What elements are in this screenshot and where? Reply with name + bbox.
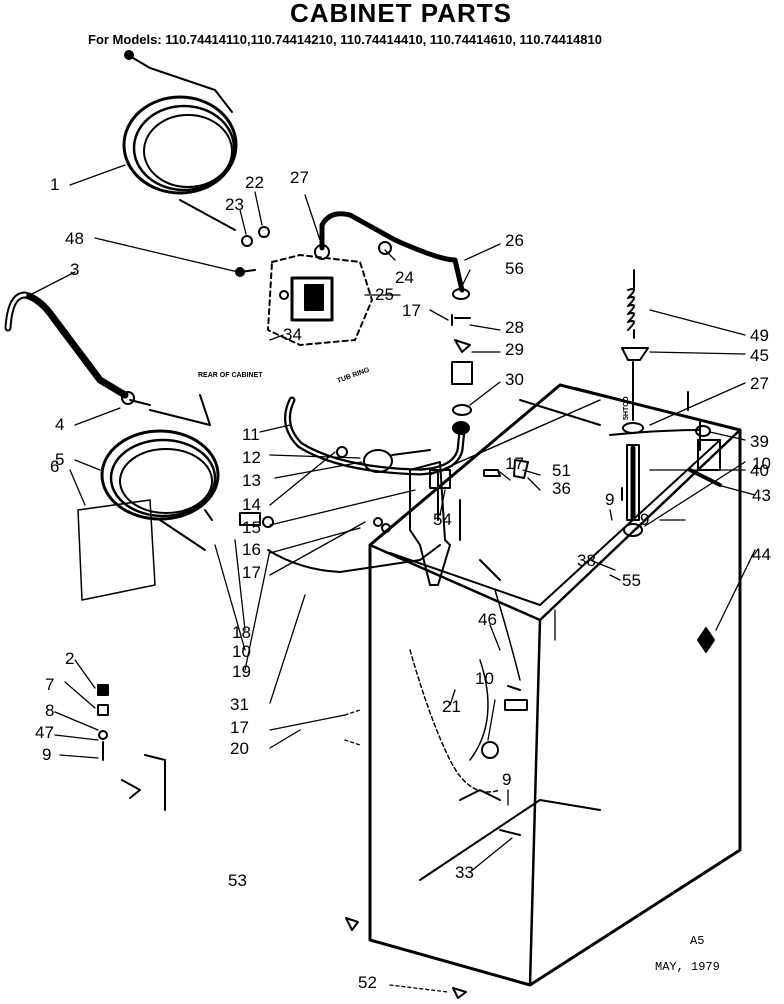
callout-2: 2 [65, 649, 74, 668]
callout-34: 34 [283, 325, 302, 344]
page-title: CABINET PARTS [290, 0, 512, 28]
callout-23: 23 [225, 195, 244, 214]
callout-19: 19 [232, 662, 251, 681]
callout-numbers: 1 22 23 27 48 26 24 56 3 25 17 34 28 29 … [35, 168, 771, 992]
callout-24: 24 [395, 268, 414, 287]
callout-43: 43 [752, 486, 771, 505]
callout-17-cam: 17 [242, 563, 261, 582]
callout-52: 52 [358, 973, 377, 992]
callout-20: 20 [230, 739, 249, 758]
callout-27-rod: 27 [750, 374, 769, 393]
callout-53: 53 [228, 871, 247, 890]
callout-18: 18 [232, 623, 251, 642]
callout-16: 16 [242, 540, 261, 559]
callout-9-right: 9 [605, 490, 614, 509]
fill-hose-part [122, 50, 238, 231]
callout-10-rod-visible: 10 [752, 454, 771, 473]
callout-13: 13 [242, 471, 261, 490]
callout-21: 21 [442, 697, 461, 716]
tub-ring-hose-part [284, 396, 470, 476]
cabinet-part [368, 383, 742, 987]
callout-33: 33 [455, 863, 474, 882]
date-stamp: A5 MAY, 1979 [655, 934, 720, 974]
stamp-code: A5 [690, 934, 704, 948]
callout-1: 1 [50, 175, 59, 194]
suspension-rod-part [621, 269, 649, 537]
callout-48: 48 [65, 229, 84, 248]
callout-54: 54 [433, 510, 452, 529]
callout-27-top: 27 [290, 168, 309, 187]
drain-hose-part [4, 291, 151, 406]
callout-9-cabinet: 9 [502, 770, 511, 789]
callout-3: 3 [70, 260, 79, 279]
callout-28: 28 [505, 318, 524, 337]
callout-47: 47 [35, 723, 54, 742]
callout-30: 30 [505, 370, 524, 389]
callout-15: 15 [242, 518, 261, 537]
fill-tube-part [314, 211, 470, 300]
callout-8: 8 [45, 701, 54, 720]
callout-38: 38 [577, 551, 596, 570]
callout-17-bottom: 17 [230, 718, 249, 737]
pressure-switch-part [336, 446, 431, 473]
callout-51: 51 [552, 461, 571, 480]
note-rod-marking: 5HTCO [623, 396, 630, 420]
callout-36: 36 [552, 479, 571, 498]
callout-22: 22 [245, 173, 264, 192]
callout-26: 26 [505, 231, 524, 250]
mixing-valve-part [235, 254, 373, 346]
callout-10-cam: 10 [232, 642, 251, 661]
callout-17-valve: 17 [402, 301, 421, 320]
callout-9-left: 9 [42, 745, 51, 764]
callout-46: 46 [478, 610, 497, 629]
diagram-notes: REAR OF CABINET TUB RING 5HTCO [198, 367, 630, 420]
callout-56: 56 [505, 259, 524, 278]
callout-5: 5 [55, 450, 64, 469]
callout-9-corner: 9 [640, 510, 649, 529]
callout-39: 39 [750, 432, 769, 451]
callout-44: 44 [752, 545, 771, 564]
callout-31: 31 [230, 695, 249, 714]
hardware-stack-part [97, 684, 166, 811]
callout-49: 49 [750, 326, 769, 345]
callout-7: 7 [45, 675, 54, 694]
callout-17-clip: 17 [505, 454, 524, 473]
callout-4: 4 [55, 415, 64, 434]
stamp-date: MAY, 1979 [655, 960, 720, 974]
callout-29: 29 [505, 340, 524, 359]
callout-45: 45 [750, 346, 769, 365]
callout-14: 14 [242, 495, 261, 514]
callout-6-visible: 6 [50, 457, 59, 476]
callout-25: 25 [375, 285, 394, 304]
callout-40: 40 [750, 461, 769, 480]
model-list: For Models: 110.74414110,110.74414210, 1… [88, 32, 602, 47]
note-rear-of-cabinet: REAR OF CABINET [198, 372, 263, 379]
callout-10-cabinet: 10 [475, 669, 494, 688]
inlet-hose-part [100, 394, 220, 551]
callout-55: 55 [622, 571, 641, 590]
note-tub-ring: TUB RING [336, 367, 371, 385]
callout-12: 12 [242, 448, 261, 467]
callout-11: 11 [242, 425, 260, 444]
